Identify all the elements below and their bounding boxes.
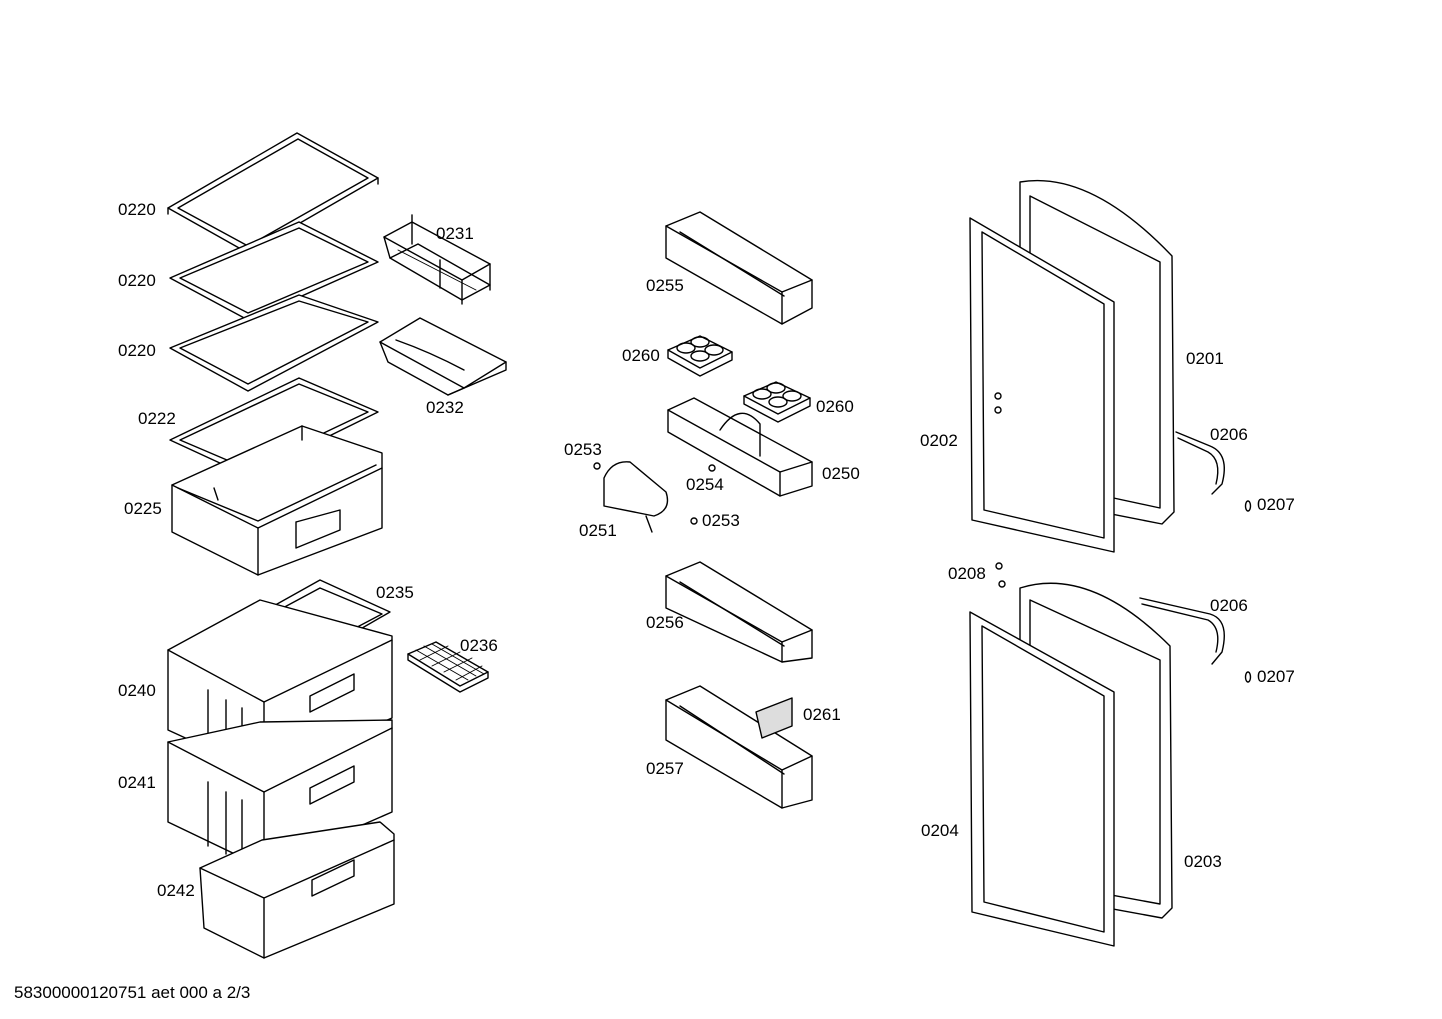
door-bin-0256[interactable] [665, 561, 813, 663]
door-bin-0255[interactable] [665, 211, 813, 325]
label-0220-a: 0220 [118, 200, 156, 219]
label-0251: 0251 [579, 521, 617, 540]
label-0257: 0257 [646, 759, 684, 778]
shelf-0220-third[interactable] [169, 294, 379, 392]
tray-0232[interactable] [379, 317, 507, 396]
label-0260-a: 0260 [622, 346, 660, 365]
label-0256: 0256 [646, 613, 684, 632]
cap-0207-lower[interactable] [1244, 671, 1252, 683]
label-0260-b: 0260 [816, 397, 854, 416]
drawing-reference: 58300000120751 aet 000 a 2/3 [14, 983, 251, 1002]
label-0255: 0255 [646, 276, 684, 295]
label-0261: 0261 [803, 705, 841, 724]
screw-0253-upper[interactable] [593, 462, 601, 470]
label-0241: 0241 [118, 773, 156, 792]
label-0235: 0235 [376, 583, 414, 602]
door-gasket-0204[interactable] [969, 611, 1115, 947]
screws-0208[interactable] [994, 392, 1006, 588]
egg-tray-0260-upper[interactable] [667, 335, 733, 377]
door-gasket-0202[interactable] [969, 217, 1115, 553]
door-handle-0206-upper[interactable] [1175, 431, 1225, 495]
label-0206-a: 0206 [1210, 425, 1248, 444]
egg-tray-0260-lower[interactable] [743, 381, 811, 423]
freezer-drawer-0242[interactable] [199, 821, 395, 959]
label-0253-b: 0253 [702, 511, 740, 530]
butter-compartment-0250[interactable] [667, 397, 813, 497]
cap-0207-upper[interactable] [1244, 500, 1252, 512]
screw-0253-lower[interactable] [690, 517, 698, 525]
label-0250: 0250 [822, 464, 860, 483]
bottle-divider-0261[interactable] [755, 697, 793, 739]
label-0206-b: 0206 [1210, 596, 1248, 615]
label-0220-c: 0220 [118, 341, 156, 360]
label-0231: 0231 [436, 224, 474, 243]
label-0202: 0202 [920, 431, 958, 450]
label-0203: 0203 [1184, 852, 1222, 871]
flap-0251[interactable] [603, 461, 669, 533]
door-bin-0257[interactable] [665, 685, 813, 809]
label-0242: 0242 [157, 881, 195, 900]
label-0232: 0232 [426, 398, 464, 417]
ice-cube-tray-0236[interactable] [407, 641, 489, 693]
label-0220-b: 0220 [118, 271, 156, 290]
label-0204: 0204 [921, 821, 959, 840]
shelf-0220-top[interactable] [167, 132, 379, 260]
label-0240: 0240 [118, 681, 156, 700]
wire-rack-0231[interactable] [383, 214, 491, 305]
door-handle-0206-lower[interactable] [1139, 597, 1225, 665]
label-0207-a: 0207 [1257, 495, 1295, 514]
shelf-0220-second[interactable] [169, 221, 379, 321]
label-0201: 0201 [1186, 349, 1224, 368]
vegetable-box-0225[interactable] [171, 425, 383, 576]
label-0208: 0208 [948, 564, 986, 583]
label-0254: 0254 [686, 475, 724, 494]
label-0253-a: 0253 [564, 440, 602, 459]
label-0207-b: 0207 [1257, 667, 1295, 686]
label-0236: 0236 [460, 636, 498, 655]
label-0222: 0222 [138, 409, 176, 428]
label-0225: 0225 [124, 499, 162, 518]
pin-0254[interactable] [708, 464, 716, 472]
